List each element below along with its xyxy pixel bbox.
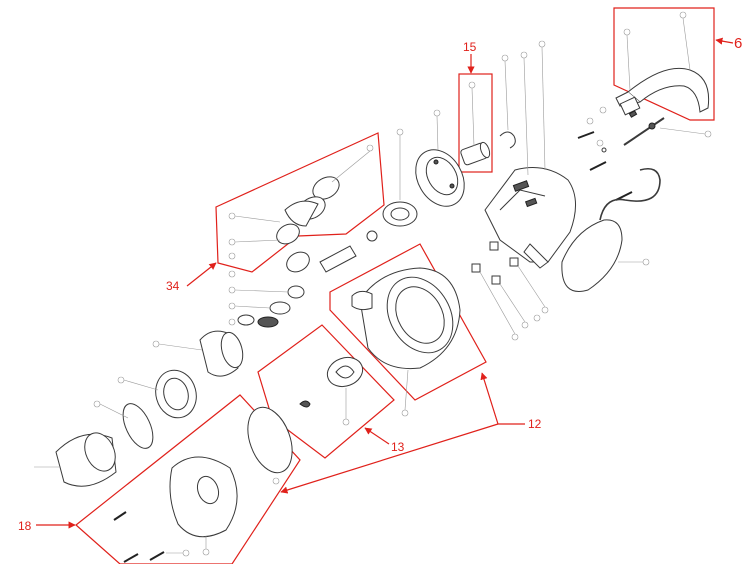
inlet-sleeve xyxy=(34,432,117,487)
group-34-outline xyxy=(215,132,385,273)
group-15-outline xyxy=(458,73,493,173)
float-switch xyxy=(561,167,661,292)
callout-18: 18 xyxy=(18,519,32,533)
sleeve-ring xyxy=(117,369,197,419)
group-12-outline xyxy=(329,243,487,401)
o-ring-large xyxy=(93,400,154,449)
shaft-seal xyxy=(152,330,244,377)
callout-15: 15 xyxy=(463,40,477,54)
small-screws-right xyxy=(577,117,633,201)
arrow-12-a xyxy=(480,372,525,425)
impeller xyxy=(299,356,364,426)
elbow-fittings xyxy=(228,144,378,273)
capacitor xyxy=(460,81,491,166)
callout-34: 34 xyxy=(166,279,180,293)
motor-housing xyxy=(484,40,576,269)
base-strainer xyxy=(113,406,293,563)
small-nuts xyxy=(471,241,549,341)
callout-13: 13 xyxy=(391,440,405,454)
group-18-outline xyxy=(75,394,301,564)
arrow-6 xyxy=(715,37,734,45)
pump-volute xyxy=(351,267,461,417)
group-6-outline xyxy=(613,7,715,121)
seal-rings xyxy=(228,128,418,328)
arrow-13 xyxy=(364,427,390,445)
callout-6: 6 xyxy=(734,35,742,52)
motor-end-cover xyxy=(415,109,465,207)
handle-assembly xyxy=(599,11,712,146)
callout-12: 12 xyxy=(528,417,542,431)
arrow-12-b xyxy=(280,423,499,494)
arrow-34 xyxy=(186,262,217,287)
